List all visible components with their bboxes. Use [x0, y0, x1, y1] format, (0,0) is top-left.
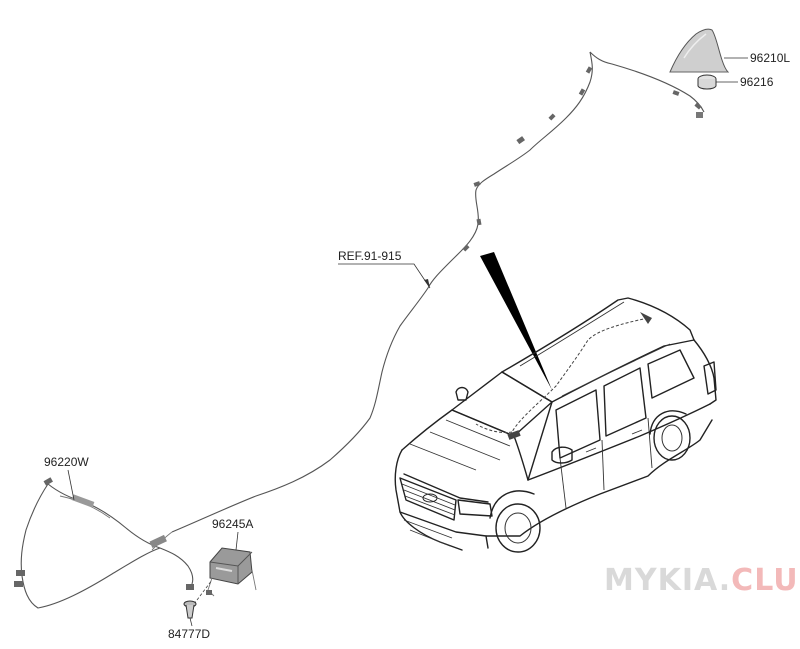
- label-84777d: 84777D: [168, 627, 210, 641]
- label-96210l: 96210L: [750, 51, 790, 65]
- watermark-part1: MYKIA.: [604, 563, 731, 598]
- label-96216: 96216: [740, 75, 774, 89]
- vehicle-outline: [394, 297, 717, 553]
- label-96220w: 96220W: [44, 455, 89, 469]
- watermark-part2: CLUB: [731, 563, 800, 598]
- feeder-cable: [14, 477, 194, 609]
- antenna-module: [206, 547, 257, 597]
- label-96245a: 96245A: [212, 517, 253, 531]
- antenna-gasket: [697, 74, 717, 90]
- mounting-screw: [183, 579, 213, 619]
- watermark: MYKIA.CLUB: [604, 563, 800, 598]
- antenna-cable-assembly: [171, 51, 705, 533]
- location-pointer-arrow: [480, 252, 552, 390]
- shark-fin-antenna: [669, 28, 730, 73]
- label-ref-91-915: REF.91-915: [338, 249, 402, 263]
